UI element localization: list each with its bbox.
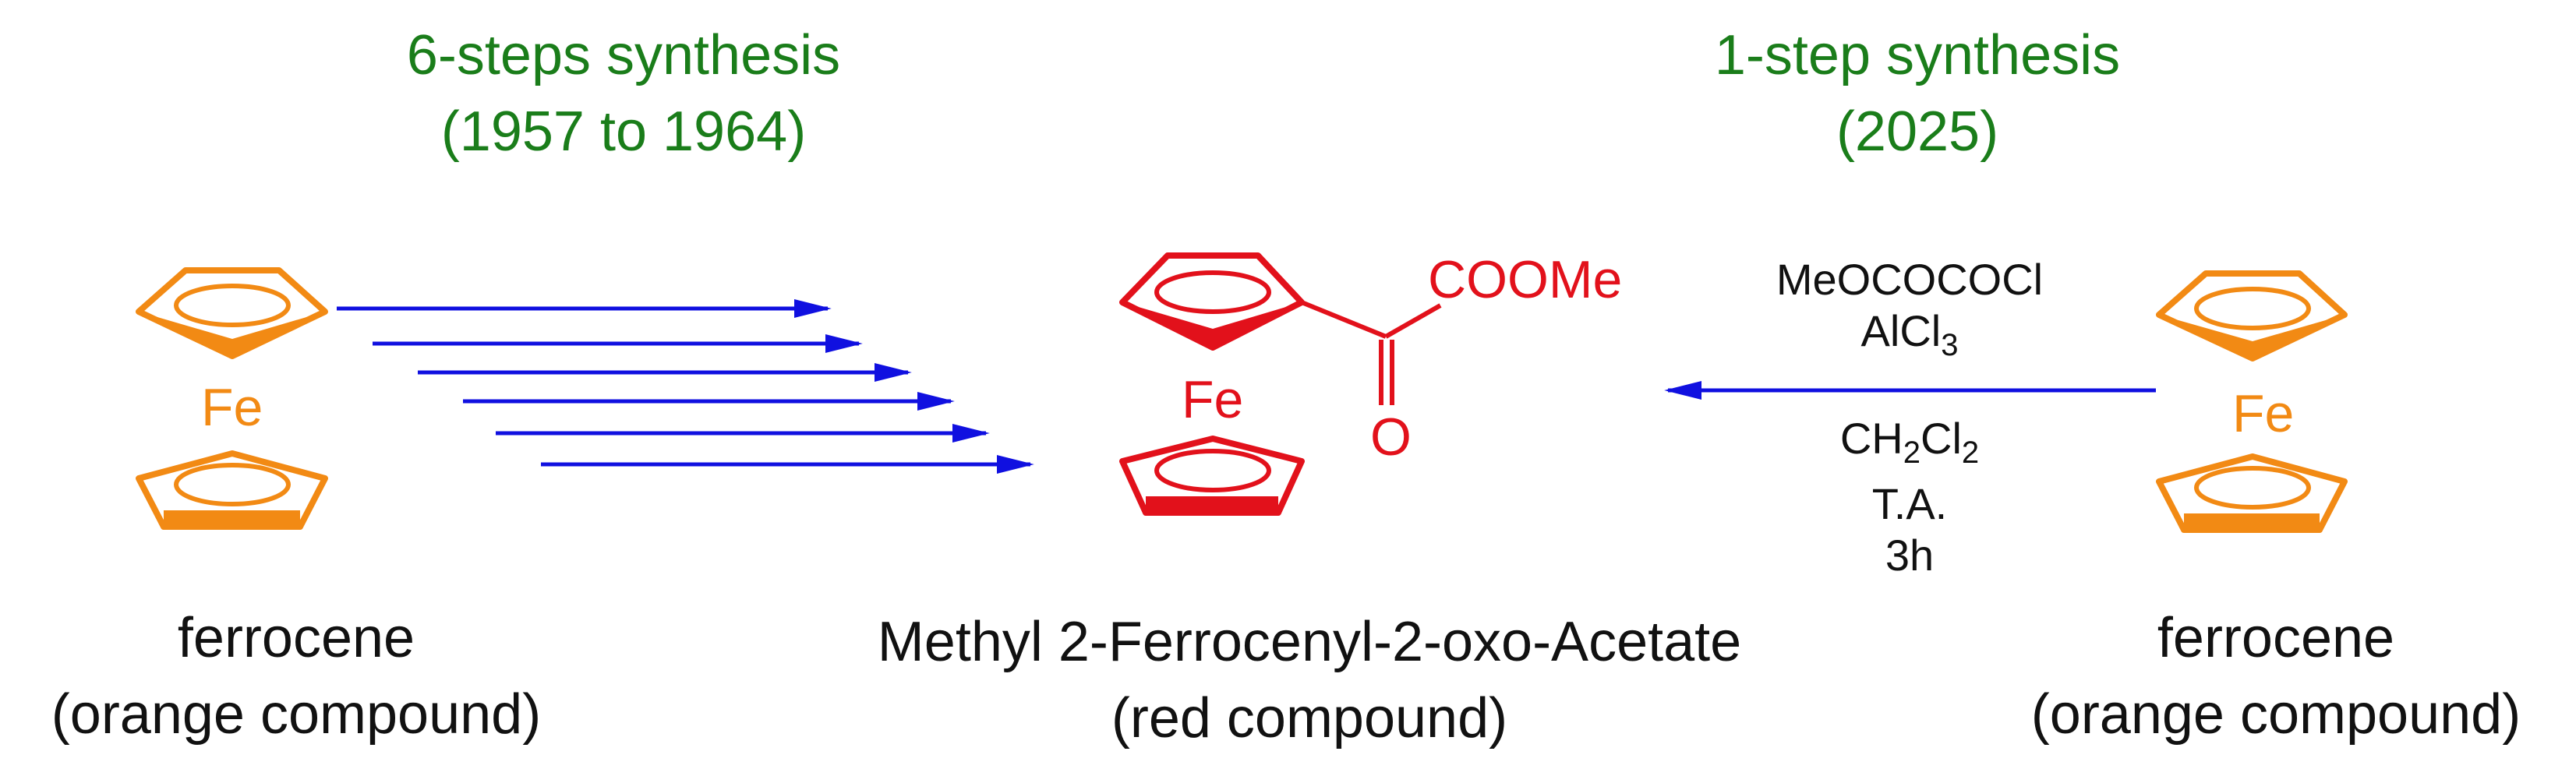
time-label: 3h [1885, 531, 1935, 580]
product-name: Methyl 2-Ferrocenyl-2-oxo-Acetate [877, 611, 1742, 673]
left-ferrocene-top-ring-circle [174, 284, 291, 327]
product-top-ring-wedge [1122, 302, 1302, 347]
right-ferrocene-bottom-ring-base [2184, 513, 2320, 530]
right-header-line2: (2025) [1836, 101, 1999, 163]
solvent-part1: CH [1839, 414, 1903, 463]
product-ester-label: COOMe [1428, 250, 1623, 309]
reagent-label: MeOCOCOCl [1776, 255, 2044, 304]
left-ferrocene-name: ferrocene [177, 607, 415, 669]
product-bottom-ring-circle [1154, 449, 1271, 492]
right-ferrocene-description: (orange compound) [2030, 683, 2521, 746]
left-ferrocene-bottom-ring-circle [174, 463, 291, 506]
product-bottom-ring-base [1146, 496, 1278, 513]
right-ferrocene-top-ring-circle [2194, 287, 2311, 330]
left-header-line2: (1957 to 1964) [440, 101, 807, 163]
solvent-part2: Cl [1921, 414, 1962, 463]
right-ferrocene-bottom-ring-circle [2194, 466, 2311, 510]
product-structure [1119, 252, 1442, 516]
lewis-acid-subscript: 3 [1941, 328, 1959, 363]
solvent-label: CH2Cl2 [1668, 413, 2151, 478]
solvent-sub1: 2 [1903, 436, 1921, 471]
product-description: (red compound) [1111, 687, 1508, 750]
left-header-line1: 6-steps synthesis [406, 24, 841, 86]
reaction-conditions-below: CH2Cl2 T.A. 3h [1668, 413, 2151, 581]
product-caption: Methyl 2-Ferrocenyl-2-oxo-Acetate (red c… [803, 604, 1816, 757]
right-ferrocene-structure [2156, 270, 2348, 533]
left-ferrocene-top-ring-wedge [139, 312, 325, 356]
left-ferrocene-description: (orange compound) [51, 683, 542, 746]
right-ferrocene-top-ring-wedge [2159, 315, 2345, 358]
product-carbonyl-to-ester-bond [1384, 303, 1442, 339]
left-ferrocene-bottom-ring-base [164, 510, 300, 527]
left-ferrocene-metal-label: Fe [201, 378, 263, 437]
product-carbonyl-oxygen-label: O [1370, 407, 1412, 467]
right-ferrocene-caption: ferrocene (orange compound) [1980, 600, 2572, 753]
product-ring-to-carbonyl-bond [1300, 300, 1387, 339]
left-header: 6-steps synthesis (1957 to 1964) [312, 17, 935, 170]
solvent-sub2: 2 [1961, 436, 1980, 471]
product-top-ring-circle [1154, 270, 1271, 314]
right-ferrocene-name: ferrocene [2157, 607, 2395, 669]
left-ferrocene-structure [136, 267, 328, 530]
right-header-line1: 1-step synthesis [1714, 24, 2121, 86]
lewis-acid-label: AlCl3 [1668, 305, 2151, 371]
product-metal-label: Fe [1182, 370, 1244, 429]
lewis-acid-base: AlCl [1860, 306, 1942, 355]
left-ferrocene-caption: ferrocene (orange compound) [0, 600, 592, 753]
right-ferrocene-metal-label: Fe [2232, 384, 2295, 443]
multistep-arrows [337, 299, 1034, 474]
temperature-label: T.A. [1871, 479, 1948, 529]
reaction-conditions-above: MeOCOCOCl AlCl3 [1668, 254, 2151, 371]
right-header: 1-step synthesis (2025) [1606, 17, 2229, 170]
